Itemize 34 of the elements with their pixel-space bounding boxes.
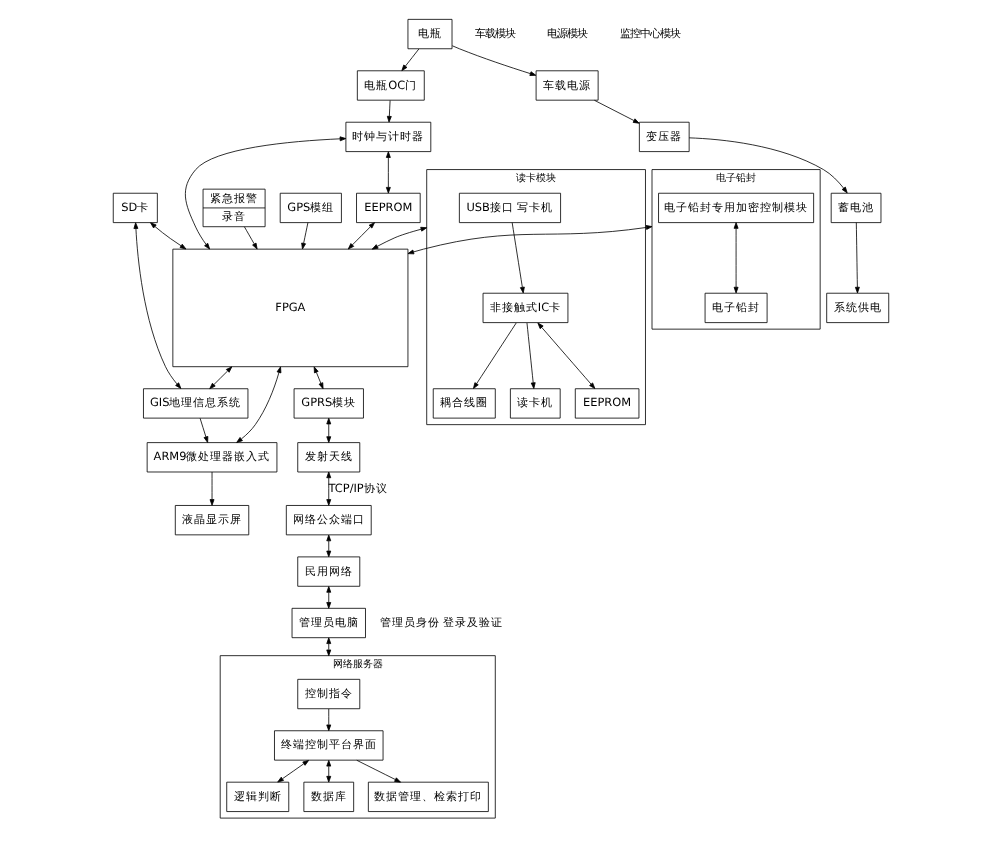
arrow — [536, 322, 595, 389]
arrow — [732, 222, 738, 294]
arrow — [406, 225, 652, 255]
arrow — [384, 151, 390, 194]
arrow — [370, 226, 427, 250]
arrow — [325, 708, 331, 732]
arrow — [472, 322, 516, 389]
arrow — [400, 48, 419, 72]
arrow — [346, 222, 374, 250]
arrow — [355, 759, 400, 783]
arrow — [325, 471, 331, 506]
arrow — [208, 471, 214, 506]
arrow — [198, 417, 208, 443]
arrow — [854, 222, 859, 294]
arrow — [687, 137, 847, 194]
arrow — [235, 366, 281, 443]
arrow — [593, 99, 639, 124]
arrow — [510, 222, 524, 294]
arrow — [325, 417, 331, 443]
arrow — [208, 366, 232, 390]
arrow — [525, 322, 535, 389]
arrow — [132, 222, 181, 389]
arrow — [325, 534, 331, 558]
arrow — [300, 222, 308, 250]
arrow — [243, 226, 257, 250]
arrow — [312, 366, 323, 390]
arrow — [385, 100, 391, 123]
arrow — [149, 222, 186, 250]
arrow — [325, 586, 331, 609]
arrow — [325, 637, 331, 657]
arrow — [184, 136, 346, 250]
arrow — [325, 760, 331, 783]
arrow — [450, 45, 536, 76]
arrow — [276, 760, 308, 783]
